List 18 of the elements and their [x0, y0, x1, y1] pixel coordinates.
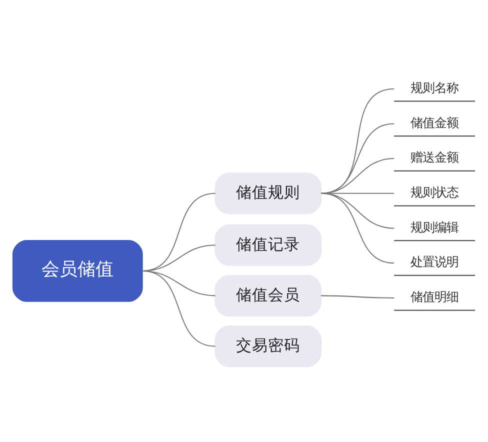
connector: [321, 294, 394, 298]
node-text: 赠送金额: [410, 150, 459, 164]
node-text: 规则名称: [410, 80, 459, 95]
connector: [142, 270, 216, 346]
node-text: 储值明细: [410, 290, 459, 304]
node-text: 处置说明: [410, 254, 459, 269]
connector: [320, 192, 394, 264]
node-box: 储值规则: [214, 172, 322, 214]
connector: [320, 158, 394, 194]
node-box: 交易密码: [214, 324, 322, 367]
node-text: 储值金额: [410, 115, 459, 130]
node-box: 储值会员: [214, 274, 322, 316]
connector: [320, 122, 394, 194]
node-text: 规则编辑: [410, 220, 459, 234]
node-text: 规则状态: [410, 185, 459, 200]
node-box: 会员储值: [12, 240, 143, 302]
node-box: 储值记录: [214, 224, 322, 266]
connector: [320, 88, 394, 194]
